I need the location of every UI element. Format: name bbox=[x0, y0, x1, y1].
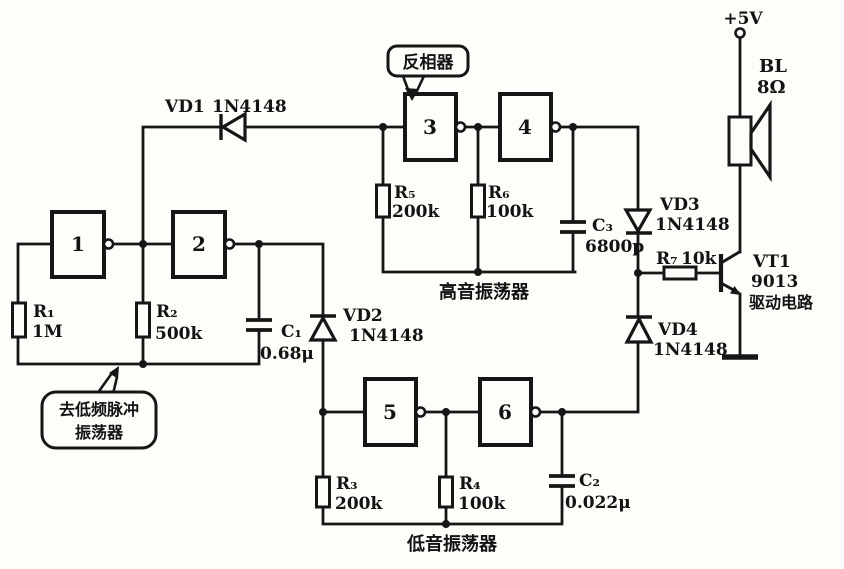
r4-value: 100k bbox=[458, 494, 506, 514]
vt1-part: 9013 bbox=[751, 272, 798, 292]
power-terminal-node bbox=[734, 27, 746, 39]
r6-resistor: R₆ 100k bbox=[470, 183, 534, 222]
vd2-part: 1N4148 bbox=[349, 326, 424, 346]
vd4-diode-symbol: VD4 1N4148 bbox=[624, 315, 728, 360]
vd2-designator: VD2 bbox=[342, 306, 383, 326]
r7-value: 10k bbox=[681, 249, 718, 269]
vd4-designator: VD4 bbox=[657, 320, 698, 340]
r7-designator: R₇ bbox=[656, 249, 678, 269]
gate-1: 1 bbox=[50, 210, 115, 279]
r4-designator: R₄ bbox=[459, 474, 481, 494]
c2-value: 0.022μ bbox=[565, 493, 631, 513]
speaker-designator: BL bbox=[759, 56, 787, 77]
vd1-part: 1N4148 bbox=[212, 97, 287, 117]
bl-speaker: BL 8Ω bbox=[727, 56, 787, 183]
c1-value: 0.68μ bbox=[260, 344, 314, 364]
wire-network bbox=[16, 36, 742, 526]
vd3-diode-symbol: VD3 1N4148 bbox=[623, 195, 730, 235]
inverter-callout: 反相器 bbox=[386, 44, 470, 101]
vt1-transistor: VT1 9013 驱动电路 bbox=[718, 249, 814, 312]
gate-5-number: 5 bbox=[383, 400, 397, 424]
vd3-designator: VD3 bbox=[659, 195, 700, 215]
gate-2: 2 bbox=[171, 210, 236, 279]
vd4-part: 1N4148 bbox=[653, 340, 728, 360]
gate-4: 4 bbox=[498, 92, 562, 162]
pulse-callout-line2: 振荡器 bbox=[75, 423, 124, 442]
r3-value: 200k bbox=[335, 494, 383, 514]
callout-arrow-icon bbox=[109, 366, 119, 379]
r2-designator: R₂ bbox=[156, 302, 178, 322]
r5-value: 200k bbox=[392, 202, 440, 222]
c3-value: 6800p bbox=[585, 237, 644, 257]
r1-resistor: R₁ 1M bbox=[11, 301, 63, 342]
r2-value: 500k bbox=[155, 324, 203, 344]
gate-1-number: 1 bbox=[71, 232, 85, 256]
pulse-callout-line1: 去低频脉冲 bbox=[59, 400, 139, 419]
vd3-part: 1N4148 bbox=[655, 215, 730, 235]
c1-capacitor: C₁ 0.68μ bbox=[246, 318, 314, 364]
power-label: +5V bbox=[723, 9, 763, 29]
vt1-designator: VT1 bbox=[752, 252, 791, 272]
vt1-caption: 驱动电路 bbox=[749, 293, 814, 312]
gate-6: 6 bbox=[478, 377, 542, 447]
gate-3-number: 3 bbox=[423, 115, 437, 139]
vd1-diode-symbol: VD1 1N4148 bbox=[164, 97, 287, 143]
r7-resistor: R₇ 10k bbox=[656, 249, 718, 281]
power-terminal: +5V bbox=[723, 9, 763, 39]
speaker-body-icon bbox=[727, 115, 753, 167]
junction-dots bbox=[139, 123, 642, 528]
speaker-horn-icon bbox=[749, 99, 772, 183]
gate-3: 3 bbox=[403, 92, 467, 162]
r6-value: 100k bbox=[486, 202, 534, 222]
r1-value: 1M bbox=[32, 322, 63, 342]
c2-designator: C₂ bbox=[579, 471, 600, 491]
callout-arrow-icon bbox=[405, 88, 419, 101]
r1-designator: R₁ bbox=[33, 302, 55, 322]
speaker-value: 8Ω bbox=[757, 77, 786, 98]
gate-6-number: 6 bbox=[498, 400, 512, 424]
r5-resistor: R₅ 200k bbox=[375, 183, 440, 222]
r2-resistor: R₂ 500k bbox=[135, 301, 203, 344]
r5-designator: R₅ bbox=[394, 183, 416, 203]
r4-resistor: R₄ 100k bbox=[438, 474, 506, 514]
r6-designator: R₆ bbox=[488, 183, 510, 203]
emitter-arrow-icon bbox=[730, 286, 741, 295]
r3-designator: R₃ bbox=[336, 474, 358, 494]
inverter-callout-text: 反相器 bbox=[403, 52, 455, 73]
low-freq-pulse-callout: 去低频脉冲 振荡器 bbox=[40, 366, 158, 450]
gate-5: 5 bbox=[363, 377, 427, 447]
high-tone-oscillator-label: 高音振荡器 bbox=[439, 281, 530, 303]
low-tone-oscillator-label: 低音振荡器 bbox=[406, 533, 498, 555]
c2-capacitor: C₂ 0.022μ bbox=[549, 471, 631, 513]
c1-designator: C₁ bbox=[281, 322, 302, 342]
r3-resistor: R₃ 200k bbox=[315, 474, 383, 514]
vd1-designator: VD1 bbox=[164, 97, 205, 117]
gate-2-number: 2 bbox=[192, 232, 206, 256]
vd2-diode-symbol: VD2 1N4148 bbox=[308, 306, 424, 346]
c3-designator: C₃ bbox=[592, 216, 613, 236]
gate-4-number: 4 bbox=[518, 115, 532, 139]
c3-capacitor: C₃ 6800p bbox=[560, 216, 644, 257]
